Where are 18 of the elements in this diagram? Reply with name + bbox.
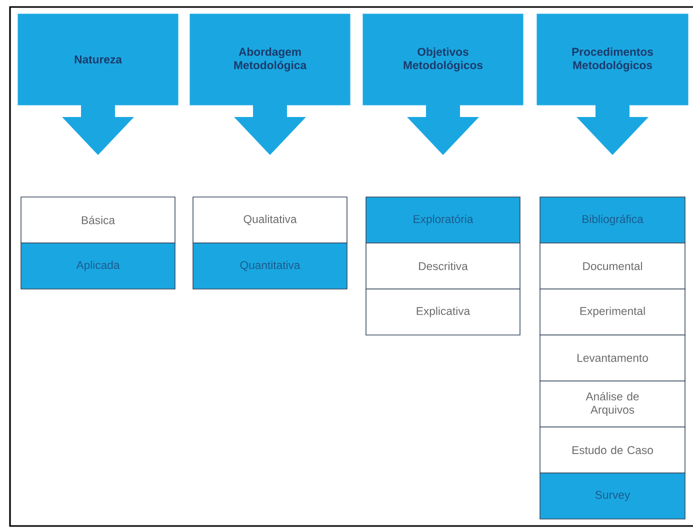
category-cell: Descritiva: [366, 242, 520, 290]
arrow-callout: Natureza: [18, 14, 178, 155]
category-cell: Aplicada: [20, 242, 176, 290]
category-cell: Análise de Arquivos: [540, 380, 686, 428]
arrow-callout: Objetivos Metodológicos: [362, 14, 524, 155]
arrow-callout: Procedimentos Metodológicos: [536, 14, 688, 155]
category-cell: Explicativa: [366, 288, 520, 336]
arrow-callout: Abordagem Metodológica: [190, 14, 350, 155]
category-cell: Survey: [540, 472, 686, 520]
category-cell: Quantitativa: [192, 242, 348, 290]
category-cell: Exploratória: [366, 196, 520, 244]
category-cell: Documental: [540, 242, 686, 290]
category-cell: Estudo de Caso: [540, 426, 686, 474]
category-cell: Qualitativa: [192, 196, 348, 244]
category-cell: Experimental: [540, 288, 686, 336]
category-cell: Bibliográfica: [540, 196, 686, 244]
category-cell: Básica: [20, 196, 176, 244]
category-cell: Levantamento: [540, 334, 686, 382]
